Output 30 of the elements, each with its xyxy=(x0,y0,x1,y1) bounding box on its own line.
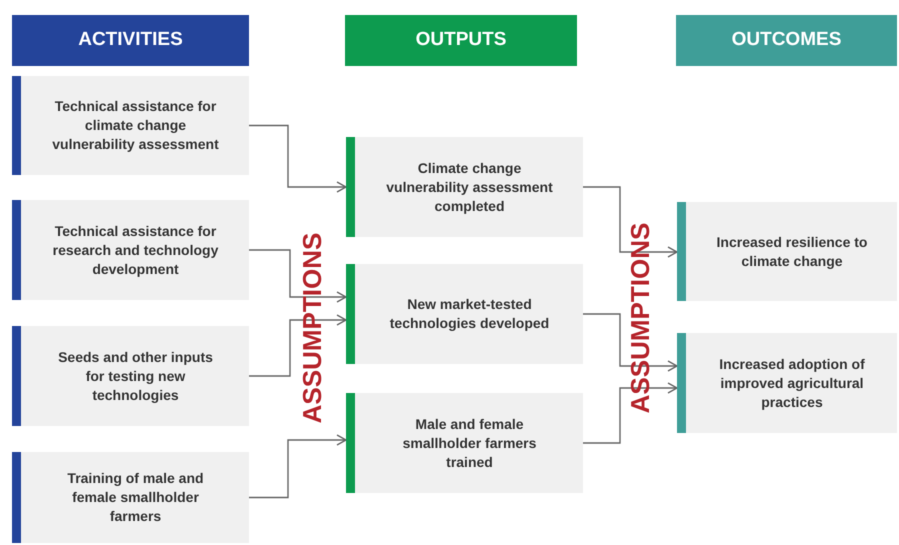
stage-text: Male and female smallholder farmers trained xyxy=(402,414,538,472)
stage-text: Technical assistance for climate change vulnerability assessment xyxy=(51,97,220,154)
stage-box xyxy=(346,393,583,493)
stage-box xyxy=(346,137,583,237)
connector-arrow xyxy=(249,314,347,377)
connector-arrow xyxy=(249,434,347,498)
connector-arrow xyxy=(583,186,678,258)
assumptions-label: ASSUMPTIONS xyxy=(299,232,325,424)
connector-arrow xyxy=(583,313,678,372)
assumptions-label: ASSUMPTIONS xyxy=(627,222,653,414)
stage-box xyxy=(677,333,897,433)
connector-arrow xyxy=(583,382,678,444)
stage-text: New market-tested technologies developed xyxy=(388,295,550,333)
stage-text: Technical assistance for research and technology development xyxy=(52,222,220,278)
stage-text: Climate change vulnerability assessment completed xyxy=(385,158,554,216)
column-header: OUTCOMES xyxy=(676,15,897,66)
stage-text: Increased adoption of improved agricultural practices xyxy=(718,354,866,412)
connector-arrow xyxy=(249,249,347,303)
stage-text: Training of male and female smallholder farmers xyxy=(66,469,205,526)
column-header: OUTPUTS xyxy=(345,15,577,66)
stage-box xyxy=(677,202,897,301)
column-header: ACTIVITIES xyxy=(12,15,249,66)
stage-box xyxy=(12,200,249,300)
connector-arrow xyxy=(249,124,347,193)
stage-box xyxy=(12,76,249,175)
stage-box xyxy=(346,264,583,364)
stage-text: Increased resilience to climate change xyxy=(716,232,868,270)
stage-box xyxy=(12,326,249,426)
stage-box xyxy=(12,452,249,543)
stage-text: Seeds and other inputs for testing new technologies xyxy=(57,348,214,404)
